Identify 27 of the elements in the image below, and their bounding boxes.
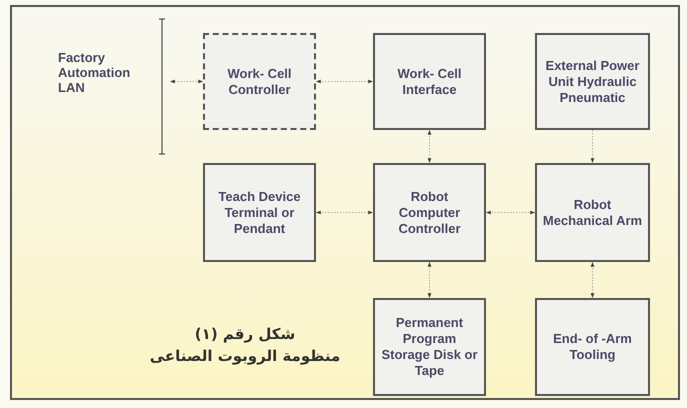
box-text: Work- Cell Controller <box>226 66 293 98</box>
process-box <box>203 163 316 262</box>
box-text: Teach Device Terminal or Pendant <box>217 188 302 236</box>
arrow <box>170 80 204 84</box>
process-box <box>373 298 486 396</box>
process-box <box>535 33 650 130</box>
box-text: Robot Mechanical Arm <box>542 196 644 228</box>
box-text: End- of -Arm Tooling <box>552 331 633 363</box>
process-box <box>535 298 650 396</box>
figure-caption: منظومة الروبوت الصناعى <box>150 346 340 367</box>
arrow <box>486 210 536 214</box>
process-box <box>373 33 486 130</box>
arrow <box>590 262 594 298</box>
process-box <box>373 163 486 262</box>
figure-caption: شكل رقم (١) <box>194 324 296 345</box>
arrow <box>590 130 594 164</box>
arrow <box>316 80 374 84</box>
arrow <box>316 210 374 214</box>
box-text: External Power Unit Hydraulic Pneumatic <box>544 58 640 106</box>
arrow <box>428 262 432 298</box>
arrow <box>428 130 432 164</box>
box-text: Robot Computer Controller <box>397 188 462 236</box>
box-text: Work- Cell Interface <box>396 66 463 98</box>
dashed-process-box <box>203 33 316 130</box>
network-label: Factory Automation LAN <box>58 50 132 95</box>
box-text: Permanent Program Storage Disk or Tape <box>380 315 479 379</box>
process-box <box>535 163 650 262</box>
